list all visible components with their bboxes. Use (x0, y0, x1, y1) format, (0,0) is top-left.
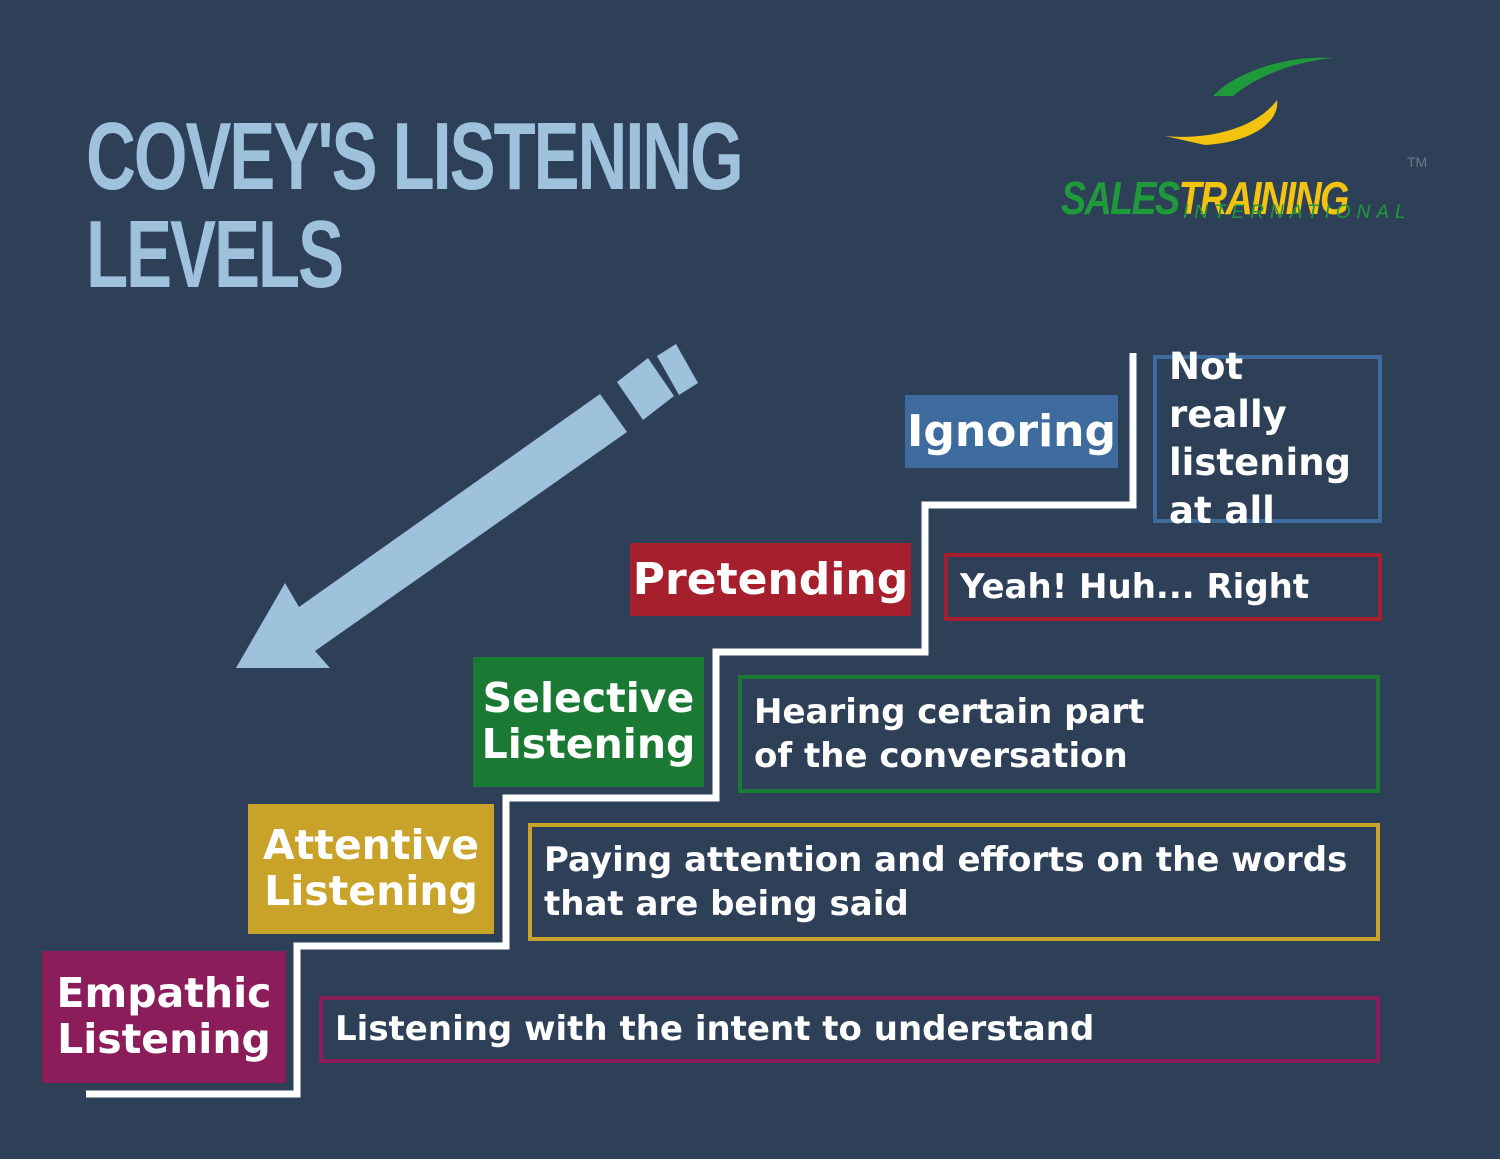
level-label-empathic-listening: Empathic Listening (42, 951, 286, 1083)
sales-training-logo: SALESTRAINING TM INTERNATIONAL (1055, 50, 1435, 230)
level-description-ignoring: Not really listening at all (1153, 345, 1382, 532)
level-label-selective-listening: Selective Listening (473, 657, 704, 787)
logo-trademark: TM (1407, 154, 1428, 170)
level-description-selective: Hearing certain part of the conversation (738, 675, 1380, 793)
logo-word-training: TRAINING (1178, 172, 1350, 224)
down-left-arrow-icon (236, 344, 698, 668)
title-line-2: LEVELS (86, 201, 344, 308)
level-description-attentive: Paying attention and efforts on the word… (528, 823, 1380, 941)
logo-word-sales: SALES (1061, 172, 1180, 224)
logo-wordmark: SALESTRAINING (1061, 172, 1350, 224)
level-label-attentive-listening: Attentive Listening (248, 804, 494, 934)
level-description-empathic: Listening with the intent to understand (319, 996, 1380, 1063)
swoosh-logo-icon (1165, 57, 1333, 145)
logo-subtitle: INTERNATIONAL (1183, 202, 1412, 223)
staircase-line (86, 353, 1137, 1098)
level-label-pretending: Pretending (630, 543, 911, 616)
level-label-ignoring: Ignoring (905, 395, 1118, 468)
level-description-pretending: Yeah! Huh... Right (944, 553, 1382, 621)
